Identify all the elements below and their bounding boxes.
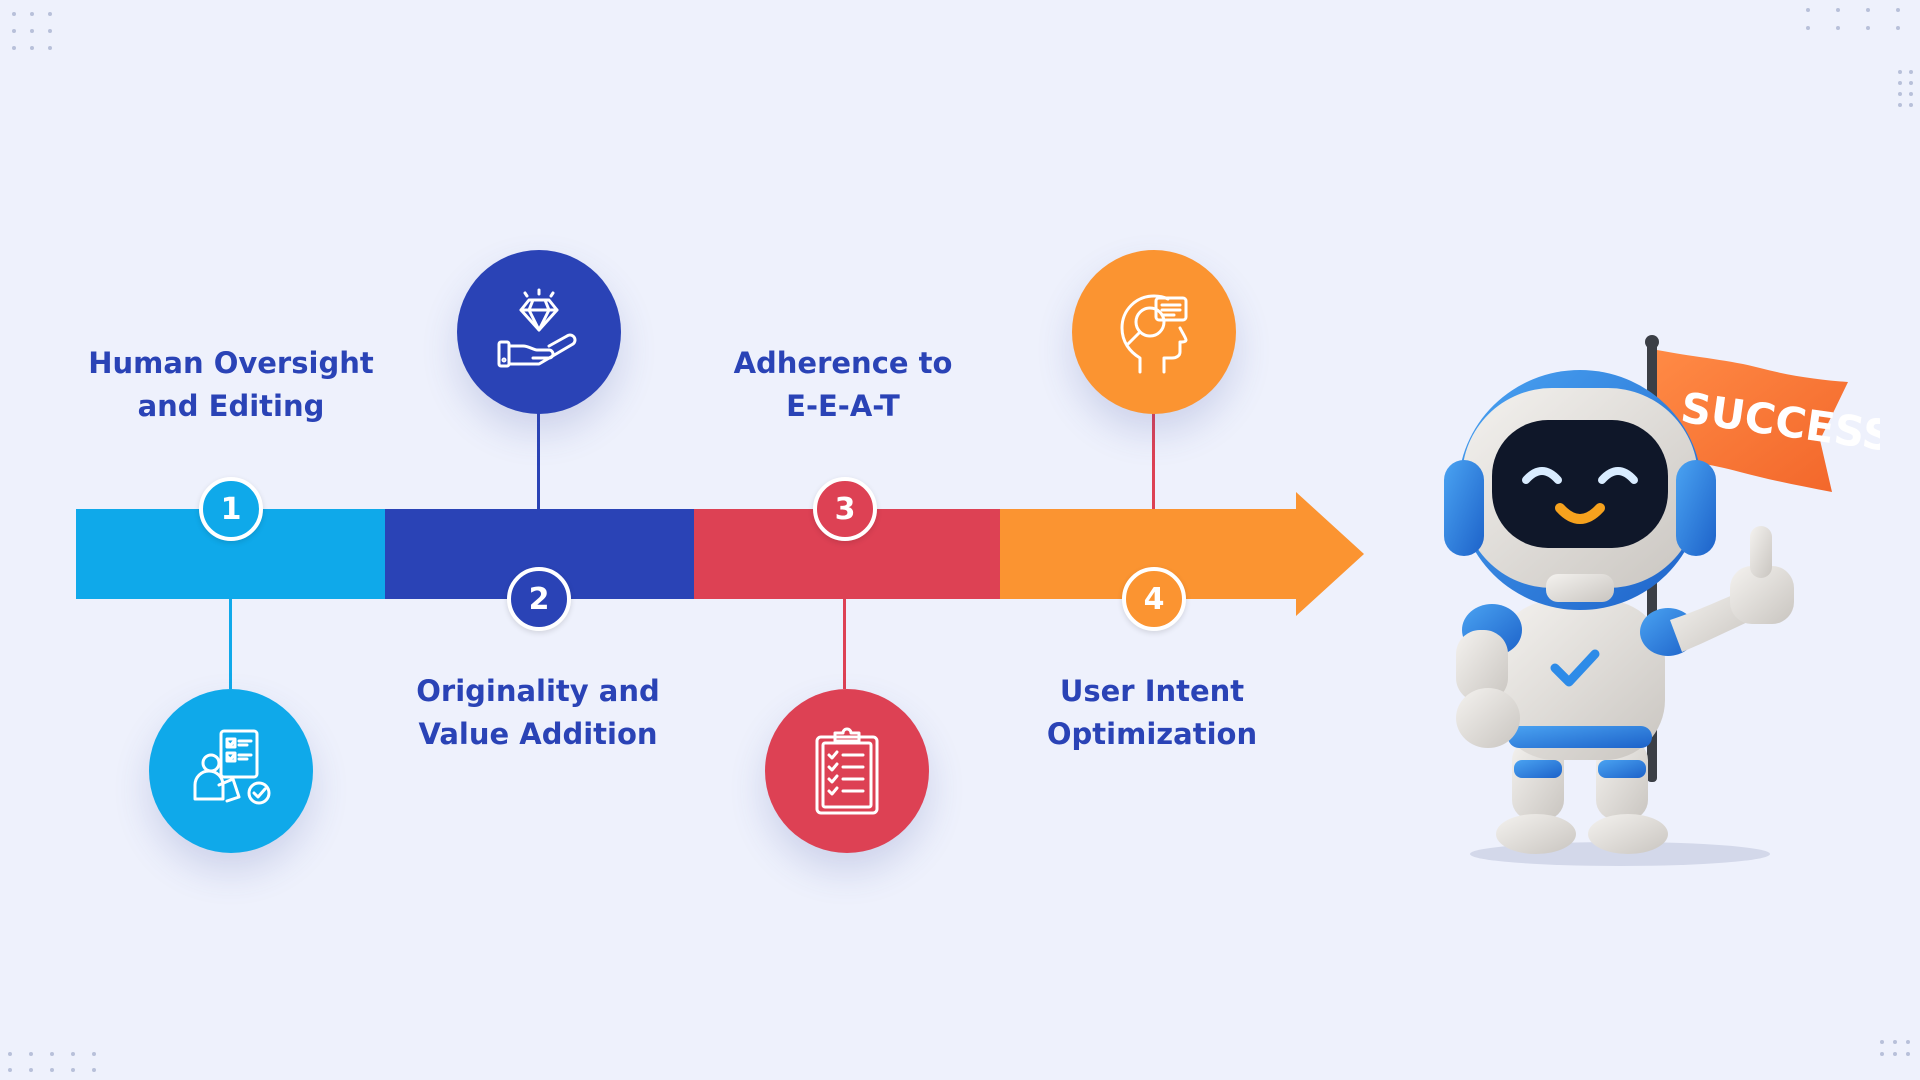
head-search-icon [1120,294,1188,374]
decorative-dots-bottom-left [8,1052,96,1072]
step-label-line: Adherence to [733,346,953,380]
step-2-icon-circle [457,250,621,414]
step-label-line: Optimization [1046,717,1258,751]
connector-step-4 [1152,410,1155,509]
step-1-icon-circle [149,689,313,853]
step-label-line: Human Oversight [88,346,374,380]
step-3-label: Adherence to E-E-A-T [693,342,993,428]
decorative-dots-bottom-right [1880,1040,1910,1056]
step-label-line: Originality and [416,674,660,708]
step-label-line: Value Addition [418,717,658,751]
step-number-badge: 3 [813,477,877,541]
step-label-line: and Editing [137,389,325,423]
diamond-hand-icon [497,288,577,368]
step-label-line: User Intent [1059,674,1245,708]
clipboard-checklist-icon [815,727,879,815]
step-number-badge: 4 [1122,567,1186,631]
decorative-dots-top-left [12,12,52,50]
connector-step-3 [843,599,846,689]
step-4-label: User Intent Optimization [1002,670,1302,756]
success-flag [1657,350,1848,492]
step-number-badge: 1 [199,477,263,541]
step-4-icon-circle [1072,250,1236,414]
timeline-arrow-head [1296,492,1364,616]
editor-checklist-icon [193,729,271,805]
decorative-dots-top-right [1806,8,1900,30]
connector-step-1 [229,599,232,689]
step-label-line: E-E-A-T [786,389,900,423]
robot-mascot-icon: SUCCESS [1444,335,1880,866]
step-3-icon-circle [765,689,929,853]
connector-step-2 [537,410,540,509]
decorative-dots-right [1898,70,1913,107]
step-number-badge: 2 [507,567,571,631]
step-2-label: Originality and Value Addition [388,670,688,756]
step-1-label: Human Oversight and Editing [81,342,381,428]
